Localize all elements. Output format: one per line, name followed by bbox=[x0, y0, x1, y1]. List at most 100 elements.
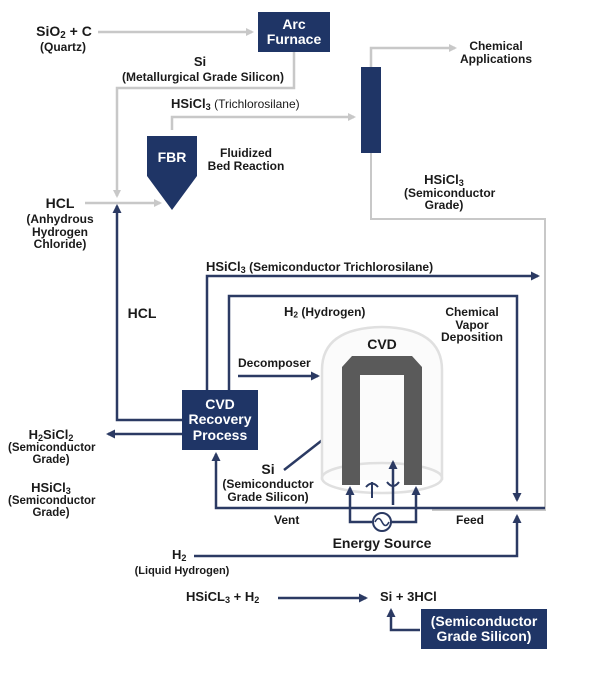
hcl-return-label: HCL bbox=[127, 305, 157, 321]
sio2-label: SiO2 + C bbox=[30, 23, 98, 41]
liquid-h2-label: H2 bbox=[172, 547, 187, 563]
liquid-h2-pre: H bbox=[172, 547, 182, 562]
ac-wave-icon bbox=[374, 517, 390, 527]
cvd-desc-2: Vapor bbox=[455, 317, 489, 332]
fbr-to-column-line bbox=[170, 113, 356, 130]
trichlorosilane-label: HSiCl3 (Trichlorosilane) bbox=[171, 96, 300, 112]
metallurgical-silicon-label: (Metallurgical Grade Silicon) bbox=[121, 70, 285, 84]
cvd-recovery-label-1: CVD bbox=[205, 395, 235, 412]
h2sicl2-desc-1: (Semiconductor bbox=[8, 441, 96, 454]
silicon-rod-electrode bbox=[342, 356, 422, 485]
h2sicl2-c: SiCl bbox=[43, 427, 69, 442]
h2sicl2-desc-2: Grade) bbox=[32, 453, 70, 466]
si-semi-desc-2: Grade Silicon) bbox=[227, 489, 309, 504]
si-mg-label: Si bbox=[193, 54, 207, 69]
intake-cup-icon bbox=[386, 481, 400, 487]
sio2-formula: SiO bbox=[36, 23, 61, 39]
hsicl3-semiconductor-trichlorosilane-label: HSiCl3 (Semiconductor Trichlorosilane) bbox=[206, 259, 434, 275]
h2sicl2-b: 2 bbox=[37, 432, 44, 443]
feed-label: Feed bbox=[456, 513, 485, 527]
cvd-label: CVD bbox=[367, 336, 397, 352]
product-pointer-line bbox=[386, 608, 420, 632]
eq-lhs-pre: HSiCL bbox=[186, 589, 225, 604]
h2-hyd-rest: (Hydrogen) bbox=[298, 305, 366, 319]
hcl-desc-1: (Anhydrous bbox=[26, 212, 94, 226]
vent-return-line bbox=[211, 452, 545, 510]
hsicl3-sg-pre: HSiCl bbox=[424, 172, 459, 187]
energy-source-label: Energy Source bbox=[332, 535, 432, 551]
column-to-chemical-line bbox=[369, 44, 457, 67]
tcs-pre: HSiCl bbox=[171, 96, 206, 111]
decomposer-label: Decomposer bbox=[238, 356, 311, 370]
distillation-column bbox=[361, 67, 381, 153]
equation-rhs: Si + 3HCl bbox=[380, 589, 437, 604]
hsicl3-sg-desc-2: Grade) bbox=[424, 198, 464, 213]
chem-apps-2: Applications bbox=[459, 51, 532, 66]
hsicl3-semi-line bbox=[205, 271, 540, 390]
hsicl3-semi-rest: (Semiconductor Trichlorosilane) bbox=[245, 260, 434, 274]
exhaust-cap-icon bbox=[365, 482, 379, 488]
hsicl3-semi-sub: 3 bbox=[240, 264, 246, 275]
cvd-desc-1: Chemical bbox=[445, 305, 499, 319]
h2sicl2-a: H bbox=[28, 427, 38, 442]
hsicl3-out-formula: HSiCl3 bbox=[8, 480, 94, 496]
h2-hyd-sub: 2 bbox=[293, 309, 299, 320]
product-box-label-1: (Semiconductor bbox=[430, 612, 538, 629]
column-to-feed-line bbox=[370, 152, 546, 511]
energy-right-wire bbox=[391, 505, 418, 524]
h2sicl2-formula: H2SiCl2 bbox=[8, 427, 94, 443]
eq-lhs-sub: 3 bbox=[225, 594, 231, 605]
chem-apps-1: Chemical bbox=[469, 39, 523, 53]
hsicl3-out-sub: 3 bbox=[65, 485, 71, 496]
eq-lhs-mid: + H bbox=[230, 589, 255, 604]
cvd-desc-3: Deposition bbox=[441, 330, 503, 345]
sio2-rest: + C bbox=[65, 23, 92, 39]
arc-furnace-label-1: Arc bbox=[282, 15, 306, 32]
fbr-desc-2: Bed Reaction bbox=[207, 158, 285, 173]
hsicl3-out-desc-2: Grade) bbox=[32, 506, 70, 519]
hcl-return-line bbox=[112, 204, 182, 422]
hsicl3-out-pre: HSiCl bbox=[31, 480, 66, 495]
h2-hyd-pre: H bbox=[284, 304, 294, 319]
equation-lhs: HSiCL3 + H2 bbox=[186, 589, 260, 605]
energy-left-wire bbox=[348, 505, 372, 524]
quartz-label: (Quartz) bbox=[40, 40, 86, 54]
arc-furnace-label-2: Furnace bbox=[266, 31, 322, 47]
hcl-desc-2: Hydrogen bbox=[31, 224, 88, 239]
fbr-desc-1: Fluidized bbox=[220, 146, 272, 160]
cvd-dome-base bbox=[320, 461, 444, 495]
tcs-sub: 3 bbox=[205, 101, 211, 112]
sio2-sub: 2 bbox=[60, 29, 66, 41]
fbr-label: FBR bbox=[157, 149, 187, 165]
cvd-recovery-label-3: Process bbox=[192, 426, 248, 443]
liquid-h2-feed-line bbox=[194, 514, 522, 558]
h2-hydrogen-label: H2 (Hydrogen) bbox=[284, 305, 365, 319]
si-semi-desc-1: (Semiconductor bbox=[222, 477, 314, 491]
hsicl3-semi-pre: HSiCl bbox=[206, 259, 241, 274]
hsicl3-sg-formula: HSiCl3 bbox=[404, 172, 484, 188]
fbr-reactor: FBR bbox=[147, 136, 197, 210]
fbr-shape bbox=[147, 136, 197, 210]
product-box-label-2: Grade Silicon) bbox=[436, 628, 532, 644]
arc-to-hcl-junction-line bbox=[113, 52, 296, 198]
liquid-h2-sub: 2 bbox=[181, 552, 187, 563]
si-semiconductor-label: Si bbox=[261, 461, 275, 477]
hsicl3-sg-sub: 3 bbox=[458, 177, 464, 188]
vent-label: Vent bbox=[274, 513, 300, 527]
h2-hydrogen-line bbox=[227, 294, 522, 502]
eq-lhs-sub2: 2 bbox=[254, 594, 260, 605]
h2sicl2-d: 2 bbox=[68, 432, 74, 443]
tcs-rest: (Trichlorosilane) bbox=[210, 97, 300, 111]
hcl-input-label: HCL bbox=[45, 195, 75, 211]
